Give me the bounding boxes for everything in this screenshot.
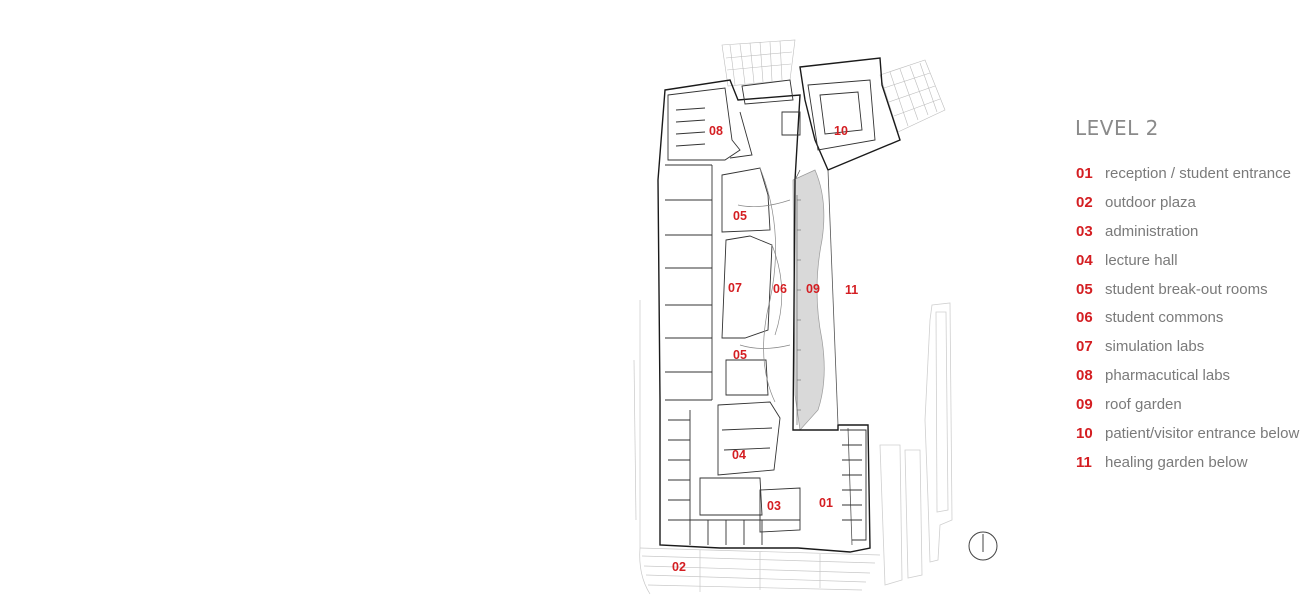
legend-item: 09 roof garden — [1076, 395, 1299, 424]
legend-label: roof garden — [1105, 396, 1182, 414]
legend-item: 02 outdoor plaza — [1076, 193, 1299, 222]
north-arrow-icon — [968, 531, 998, 561]
legend-label: student commons — [1105, 309, 1224, 327]
east-facade — [794, 169, 853, 546]
label-breakout-lower: 05 — [733, 348, 747, 362]
legend-item: 04 lecture hall — [1076, 251, 1299, 280]
label-pharma-labs: 08 — [709, 124, 723, 138]
room-labels: 01 02 03 04 05 05 06 07 08 09 10 11 — [672, 124, 858, 574]
canopy-structures — [721, 39, 946, 133]
outdoor-plaza-lines — [633, 300, 881, 595]
legend-number: 11 — [1076, 453, 1092, 471]
legend-item: 05 student break-out rooms — [1076, 280, 1299, 309]
legend-label: simulation labs — [1105, 338, 1205, 356]
legend-number: 10 — [1076, 425, 1093, 443]
legend-number: 05 — [1076, 280, 1093, 298]
level-title: LEVEL 2 — [1075, 116, 1159, 140]
legend-item: 08 pharmacutical labs — [1076, 366, 1299, 395]
legend-label: outdoor plaza — [1105, 193, 1196, 211]
legend-label: patient/visitor entrance below — [1105, 425, 1300, 443]
adjacent-building — [879, 302, 953, 586]
legend-number: 08 — [1076, 367, 1093, 385]
legend-label: student break-out rooms — [1105, 280, 1268, 298]
legend-item: 10 patient/visitor entrance below — [1076, 424, 1299, 453]
label-breakout-upper: 05 — [733, 209, 747, 223]
label-administration: 03 — [767, 499, 781, 513]
label-healing-garden: 11 — [845, 283, 858, 297]
label-reception: 01 — [819, 496, 833, 510]
label-commons: 06 — [773, 282, 787, 296]
label-patient-entrance: 10 — [834, 124, 848, 138]
legend-item: 03 administration — [1076, 222, 1299, 251]
legend-label: healing garden below — [1105, 453, 1248, 471]
legend-number: 01 — [1076, 165, 1093, 182]
label-lecture-hall: 04 — [732, 448, 746, 462]
legend-label: administration — [1105, 222, 1199, 240]
legend-item: 06 student commons — [1076, 308, 1299, 337]
roof-garden-edge — [796, 195, 801, 425]
label-plaza: 02 — [672, 560, 686, 574]
legend-number: 06 — [1076, 309, 1093, 327]
legend-label: lecture hall — [1105, 251, 1178, 269]
label-roof-garden: 09 — [806, 282, 820, 296]
label-simulation-labs: 07 — [728, 281, 742, 295]
legend-number: 03 — [1076, 222, 1093, 240]
legend-item: 07 simulation labs — [1076, 337, 1299, 366]
legend-number: 04 — [1076, 251, 1093, 269]
legend-label: pharmacutical labs — [1105, 367, 1231, 385]
legend-number: 02 — [1076, 193, 1093, 211]
legend-item: 01 reception / student entrance — [1076, 164, 1299, 193]
roof-garden-planting — [792, 169, 825, 431]
legend-list: 01 reception / student entrance 02 outdoor… — [1076, 164, 1299, 482]
interior-walls — [665, 79, 876, 545]
commons-curves — [737, 167, 791, 403]
building-outline — [657, 57, 901, 553]
legend-label: reception / student entrance — [1105, 165, 1291, 182]
legend-number: 07 — [1076, 338, 1093, 356]
legend-number: 09 — [1076, 396, 1093, 414]
legend-item: 11 healing garden below — [1076, 453, 1299, 482]
